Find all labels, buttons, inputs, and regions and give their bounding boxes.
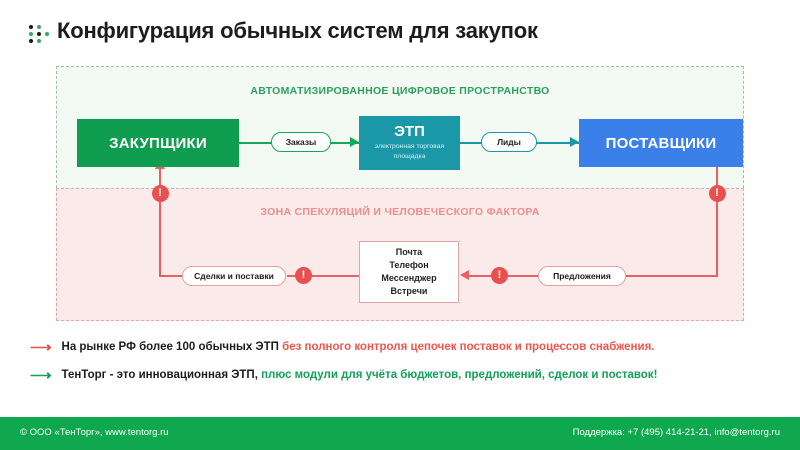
zone-speculation-title: ЗОНА СПЕКУЛЯЦИЙ И ЧЕЛОВЕЧЕСКОГО ФАКТОРА xyxy=(260,206,540,218)
connector-deals-horizontal xyxy=(159,275,184,277)
node-etp-label: ЭТП xyxy=(394,123,425,141)
channel-item: Встречи xyxy=(390,285,428,296)
arrow-head-buyers-to-etp xyxy=(350,137,359,147)
node-etp[interactable]: ЭТП электронная торговая площадка xyxy=(359,116,460,170)
zone-digital-title: АВТОМАТИЗИРОВАННОЕ ЦИФРОВОЕ ПРОСТРАНСТВО xyxy=(250,85,550,97)
node-buyers[interactable]: ЗАКУПЩИКИ xyxy=(77,119,239,167)
pill-deals-and-supplies[interactable]: Сделки и поставки xyxy=(182,266,286,286)
channel-item: Почта xyxy=(395,247,423,258)
pill-leads[interactable]: Лиды xyxy=(481,132,537,152)
node-communication-channels[interactable]: Почта Телефон Мессенджер Встречи xyxy=(359,241,459,303)
channel-item: Телефон xyxy=(389,260,429,271)
arrow-head-offers-to-channels xyxy=(460,270,469,280)
warning-exclamation-icon: ! xyxy=(491,267,508,284)
procurement-flow-diagram: АВТОМАТИЗИРОВАННОЕ ЦИФРОВОЕ ПРОСТРАНСТВО… xyxy=(56,66,744,321)
warning-exclamation-icon: ! xyxy=(708,185,726,202)
bullet-1-text-accent: без полного контроля цепочек поставок и … xyxy=(282,341,655,353)
node-etp-subtitle: электронная торговая площадка xyxy=(374,143,445,160)
footer-copyright: © ООО «ТенТорг», www.tentorg.ru xyxy=(20,427,169,438)
warning-exclamation-icon: ! xyxy=(151,185,169,202)
channel-item: Мессенджер xyxy=(381,273,437,283)
connector-deals-up-to-buyers xyxy=(159,167,161,277)
bullet-2-text-accent: плюс модули для учёта бюджетов, предложе… xyxy=(261,369,658,381)
bullet-1-text-dark: На рынке РФ более 100 обычных ЭТП xyxy=(61,341,283,353)
bullet-item: ⟶ ТенТорг - это инновационная ЭТП, плюс … xyxy=(30,364,790,386)
connector-offers-horizontal xyxy=(626,275,718,277)
dot-grid-logo-icon xyxy=(29,25,51,47)
warning-exclamation-icon: ! xyxy=(295,267,312,284)
footer-support-contacts: Поддержка: +7 (495) 414-21-21, info@tent… xyxy=(572,427,780,438)
connector-suppliers-down xyxy=(716,167,718,277)
arrow-head-etp-to-suppliers xyxy=(570,137,579,147)
bullet-item: ⟶ На рынке РФ более 100 обычных ЭТП без … xyxy=(30,336,790,358)
zone-speculation: ЗОНА СПЕКУЛЯЦИЙ И ЧЕЛОВЕЧЕСКОГО ФАКТОРА xyxy=(56,188,744,321)
arrow-right-icon: ⟶ xyxy=(30,338,52,356)
node-suppliers[interactable]: ПОСТАВЩИКИ xyxy=(579,119,743,167)
arrow-right-icon: ⟶ xyxy=(30,366,52,384)
pill-orders[interactable]: Заказы xyxy=(271,132,331,152)
connector-channels-to-deals xyxy=(287,275,360,277)
page-footer: © ООО «ТенТорг», www.tentorg.ru Поддержк… xyxy=(0,417,800,450)
pill-offers[interactable]: Предложения xyxy=(538,266,626,286)
node-suppliers-label: ПОСТАВЩИКИ xyxy=(605,134,717,152)
page-title: Конфигурация обычных систем для закупок xyxy=(57,18,538,43)
page-header: Конфигурация обычных систем для закупок xyxy=(0,0,800,62)
bullet-2-text-dark: ТенТорг - это инновационная ЭТП, xyxy=(61,369,262,381)
node-buyers-label: ЗАКУПЩИКИ xyxy=(109,134,207,152)
